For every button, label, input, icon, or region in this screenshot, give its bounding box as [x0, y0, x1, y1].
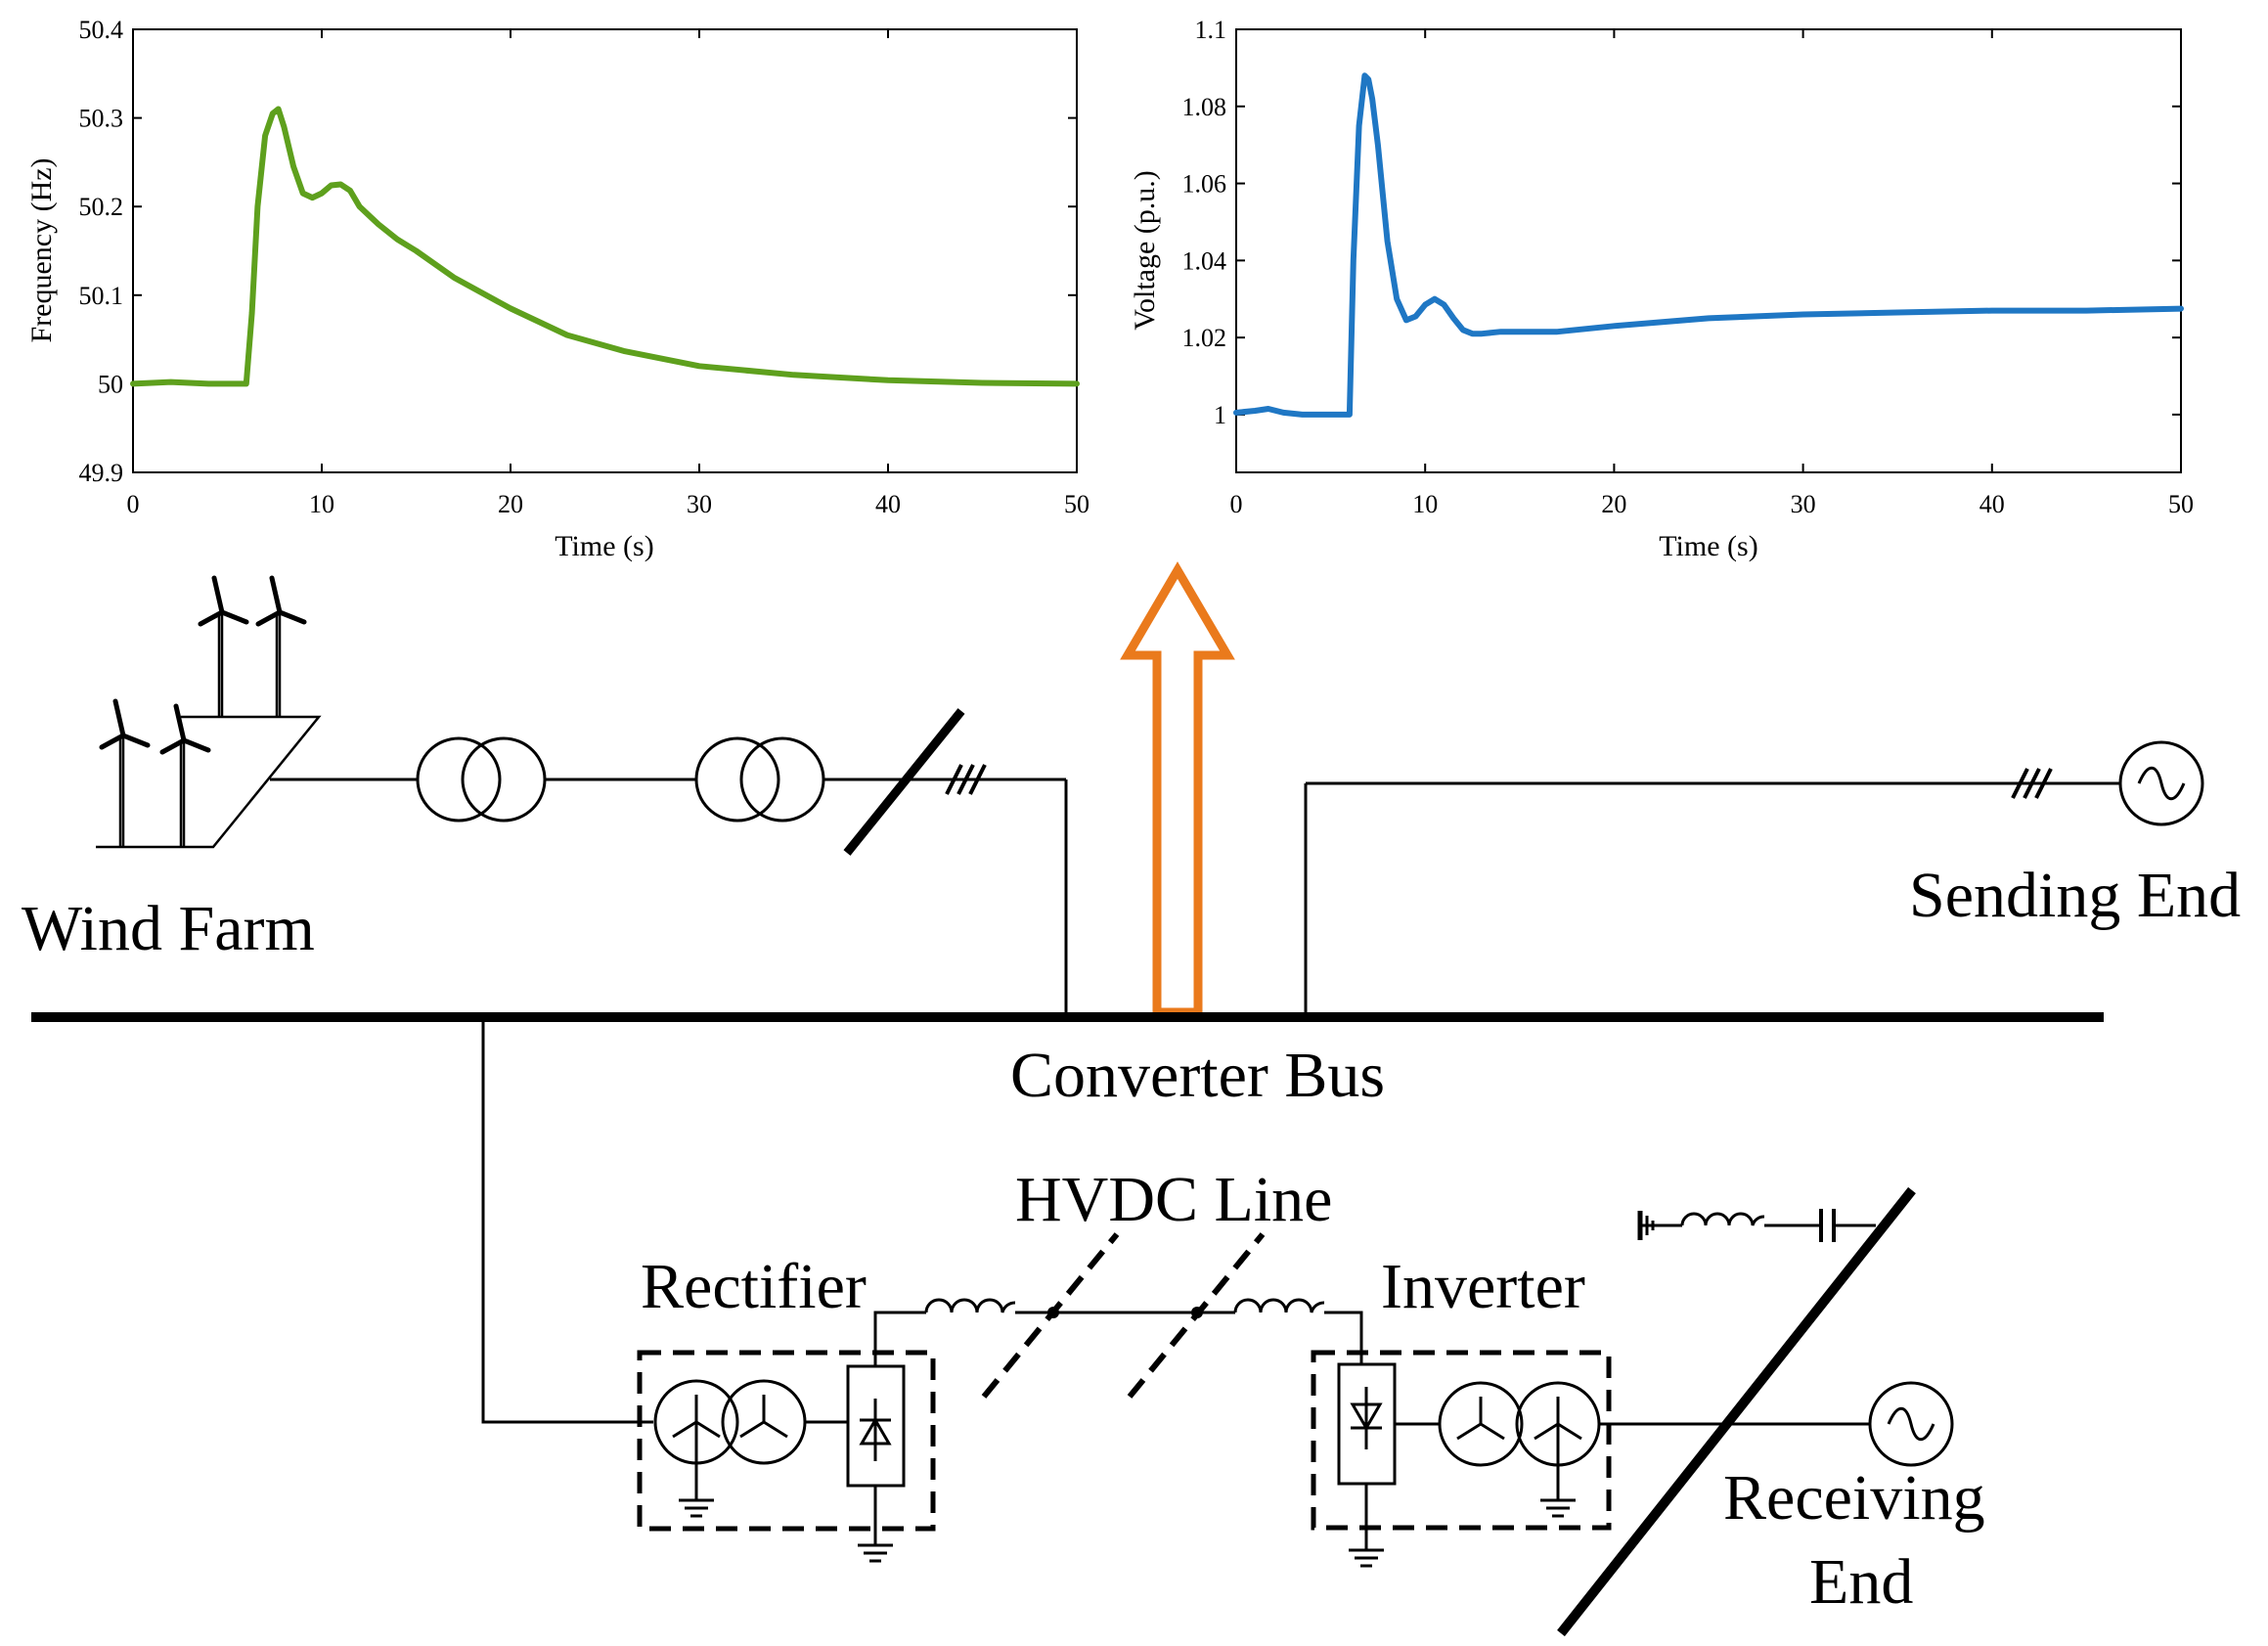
frequency-tick-labels: 0 10 20 30 40 50 49.9 50 50.1 50.2 50.3 50.4 — [79, 16, 1090, 518]
y-tick-label: 50.3 — [79, 105, 124, 133]
frequency-ylabel: Frequency (Hz) — [25, 157, 58, 342]
y-tick-label: 50.4 — [79, 16, 124, 44]
y-tick-label: 1.06 — [1182, 170, 1227, 199]
rectifier-valve-icon — [846, 1364, 906, 1488]
three-phase-marks — [2011, 768, 2053, 799]
x-tick-label: 0 — [127, 490, 140, 518]
smoothing-reactor-icon — [1233, 1298, 1325, 1313]
frequency-plot-frame — [132, 28, 1078, 473]
wind-turbine-icon — [255, 575, 307, 717]
y-tick-label: 1.08 — [1182, 93, 1227, 121]
voltage-tick-marks — [1235, 28, 2182, 472]
ground-icon — [858, 1543, 893, 1563]
wind-turbine-icon — [99, 698, 151, 847]
voltage-xlabel: Time (s) — [1659, 530, 1757, 562]
wind-farm-feeder — [270, 778, 1068, 1014]
x-tick-label: 20 — [498, 490, 523, 518]
frequency-xlabel: Time (s) — [555, 530, 653, 562]
wind-farm-symbol — [96, 575, 322, 849]
x-tick-label: 30 — [687, 490, 712, 518]
voltage-ylabel: Voltage (p.u.) — [1129, 170, 1161, 331]
x-tick-label: 10 — [1412, 490, 1438, 518]
x-tick-label: 50 — [1064, 490, 1090, 518]
y-tick-label: 50 — [98, 370, 123, 398]
line-break-slash — [1557, 1186, 1916, 1637]
wind-turbine-icon — [198, 575, 249, 717]
converter-bus-label: Converter Bus — [1010, 1040, 1385, 1111]
frequency-chart: 0 10 20 30 40 50 49.9 50 50.1 50.2 50.3 50.4 Freque… — [25, 16, 1090, 562]
wind-farm-label: Wind Farm — [22, 893, 315, 964]
voltage-tick-labels: 0 10 20 30 40 50 1 1.02 1.04 1.06 1.08 1.1 — [1182, 16, 2195, 518]
ground-icon — [1540, 1498, 1576, 1518]
y-tick-label: 1.1 — [1195, 16, 1227, 44]
rectifier-feeder — [481, 1017, 653, 1424]
x-tick-label: 10 — [309, 490, 334, 518]
y-tick-label: 49.9 — [79, 459, 124, 487]
sending-end-feeder — [1304, 781, 2120, 1014]
y-tick-label: 1.02 — [1182, 324, 1227, 352]
voltage-plot-frame — [1235, 28, 2182, 473]
three-phase-marks — [945, 764, 987, 795]
voltage-series-line — [1233, 72, 2184, 418]
receiving-end-label-line1: Receiving — [1723, 1462, 1985, 1534]
rectifier-label: Rectifier — [641, 1251, 867, 1322]
frequency-tick-marks — [132, 28, 1078, 473]
x-tick-label: 40 — [1979, 490, 2005, 518]
filter-inductor-icon — [1680, 1212, 1765, 1226]
frequency-series-line — [130, 106, 1080, 387]
x-tick-label: 40 — [875, 490, 901, 518]
wind-turbine-icon — [159, 703, 211, 847]
rectifier-box — [637, 1350, 936, 1532]
y-tick-label: 1.04 — [1182, 246, 1227, 275]
hvdc-line — [873, 1232, 1363, 1399]
y-tick-label: 1 — [1214, 401, 1226, 429]
ac-filter — [1637, 1209, 1876, 1242]
inverter-transformer-icon — [1438, 1381, 1601, 1500]
receiving-end-label-line2: End — [1809, 1546, 1913, 1618]
y-tick-label: 50.1 — [79, 282, 124, 310]
line-break-slash — [843, 708, 965, 856]
transformer-icon — [416, 736, 547, 823]
voltage-chart: 0 10 20 30 40 50 1 1.02 1.04 1.06 1.08 1.1 Voltage … — [1129, 16, 2194, 562]
x-tick-label: 20 — [1601, 490, 1626, 518]
x-tick-label: 50 — [2168, 490, 2194, 518]
measurement-arrow — [1120, 561, 1235, 1017]
x-tick-label: 30 — [1791, 490, 1816, 518]
hvdc-line-label: HVDC Line — [1015, 1164, 1332, 1235]
inverter-box — [1311, 1350, 1612, 1531]
ac-source-icon — [1868, 1381, 1954, 1467]
ground-icon — [1349, 1548, 1384, 1568]
inverter-valve-icon — [1337, 1362, 1397, 1486]
smoothing-reactor-icon — [924, 1298, 1016, 1313]
ground-icon — [679, 1498, 714, 1518]
y-tick-label: 50.2 — [79, 193, 124, 221]
sending-end-label: Sending End — [1909, 860, 2241, 931]
rectifier-transformer-icon — [653, 1379, 807, 1500]
ac-source-icon — [2118, 740, 2204, 826]
transformer-icon — [694, 736, 825, 823]
x-tick-label: 0 — [1230, 490, 1243, 518]
inverter-label: Inverter — [1381, 1251, 1585, 1322]
